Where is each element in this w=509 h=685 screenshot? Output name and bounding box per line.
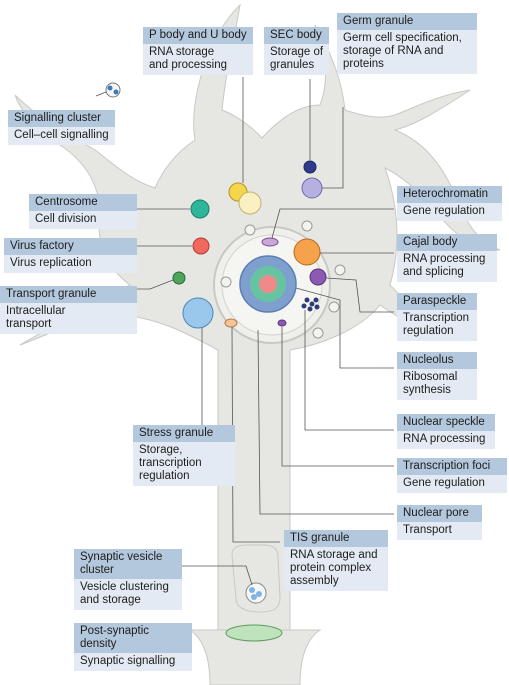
paraspeckle (309, 268, 327, 286)
label-nuclear-speckle: Nuclear speckle RNA processing (397, 414, 495, 449)
label-nuclear-pore: Nuclear pore Transport (397, 505, 482, 540)
label-transport-granule: Transport granule Intracellular transpor… (0, 286, 137, 334)
label-desc: Gene regulation (397, 203, 502, 221)
nuclear-speckle (301, 297, 320, 312)
signalling-cluster (105, 82, 121, 98)
synaptic-vesicles (245, 582, 267, 604)
label-desc: Storage, transcription regulation (133, 442, 235, 486)
label-desc: RNA storage and protein complex assembly (284, 547, 388, 591)
sec-body (303, 160, 317, 174)
label-desc: Ribosomal synthesis (397, 369, 477, 400)
label-title: Signalling cluster (8, 110, 115, 127)
label-desc: Cell–cell signalling (8, 127, 115, 145)
label-title: Nucleolus (397, 352, 477, 369)
virus-factory (192, 237, 210, 255)
label-title: Stress granule (133, 425, 235, 442)
nuclear-pores (220, 220, 346, 339)
label-title: Heterochromatin (397, 186, 502, 203)
label-post-synaptic: Post-synaptic density Synaptic signallin… (74, 623, 192, 671)
label-centrosome: Centrosome Cell division (29, 194, 137, 229)
label-desc: Vesicle clustering and storage (74, 579, 182, 610)
label-title: Virus factory (4, 238, 137, 255)
label-title: Germ granule (337, 13, 477, 30)
heterochromatin (261, 237, 279, 247)
label-signalling-cluster: Signalling cluster Cell–cell signalling (8, 110, 115, 145)
label-desc: RNA storage and processing (143, 44, 253, 75)
label-paraspeckle: Paraspeckle Transcription regulation (397, 293, 477, 341)
label-desc: Storage of granules (264, 44, 330, 75)
label-nucleolus: Nucleolus Ribosomal synthesis (397, 352, 477, 400)
post-synaptic-density (225, 624, 283, 642)
label-transcription-foci: Transcription foci Gene regulation (397, 458, 507, 493)
label-title: Transcription foci (397, 458, 507, 475)
label-p-body: P body and U body RNA storage and proces… (143, 27, 253, 75)
label-desc: Cell division (29, 211, 137, 229)
label-title: Post-synaptic density (74, 623, 192, 653)
nucleolus (239, 255, 297, 313)
label-germ-granule: Germ granule Germ cell specification, st… (337, 13, 477, 74)
label-title: Nuclear speckle (397, 414, 495, 431)
leader-lines (95, 77, 394, 586)
label-desc: RNA processing (397, 431, 495, 449)
label-title: Paraspeckle (397, 293, 477, 310)
label-desc: Gene regulation (397, 475, 507, 493)
centrosome (190, 199, 210, 219)
label-heterochromatin: Heterochromatin Gene regulation (397, 186, 502, 221)
label-title: P body and U body (143, 27, 253, 44)
label-synaptic-vesicle: Synaptic vesicle cluster Vesicle cluster… (74, 549, 182, 610)
label-tis-granule: TIS granule RNA storage and protein comp… (284, 530, 388, 591)
label-title: Nuclear pore (397, 505, 482, 522)
label-desc: RNA processing and splicing (397, 251, 497, 282)
cajal-body (293, 238, 321, 266)
label-desc: Intracellular transport (0, 303, 137, 334)
label-desc: Transcription regulation (397, 310, 477, 341)
u-body (238, 191, 262, 215)
label-title: SEC body (264, 27, 330, 44)
label-cajal-body: Cajal body RNA processing and splicing (397, 234, 497, 282)
transport-granule (172, 271, 186, 285)
label-desc: Virus replication (4, 255, 137, 273)
tis-granule (224, 318, 238, 328)
germ-granule (301, 177, 323, 199)
label-title: Centrosome (29, 194, 137, 211)
label-sec-body: SEC body Storage of granules (264, 27, 330, 75)
label-title: Transport granule (0, 286, 137, 303)
label-desc: Synaptic signalling (74, 653, 192, 671)
transcription-foci (277, 319, 287, 327)
label-stress-granule: Stress granule Storage, transcription re… (133, 425, 235, 486)
label-title: Synaptic vesicle cluster (74, 549, 182, 579)
label-title: TIS granule (284, 530, 388, 547)
label-virus-factory: Virus factory Virus replication (4, 238, 137, 273)
stress-granule (182, 297, 214, 329)
label-desc: Transport (397, 522, 482, 540)
label-desc: Germ cell specification, storage of RNA … (337, 30, 477, 74)
label-title: Cajal body (397, 234, 497, 251)
